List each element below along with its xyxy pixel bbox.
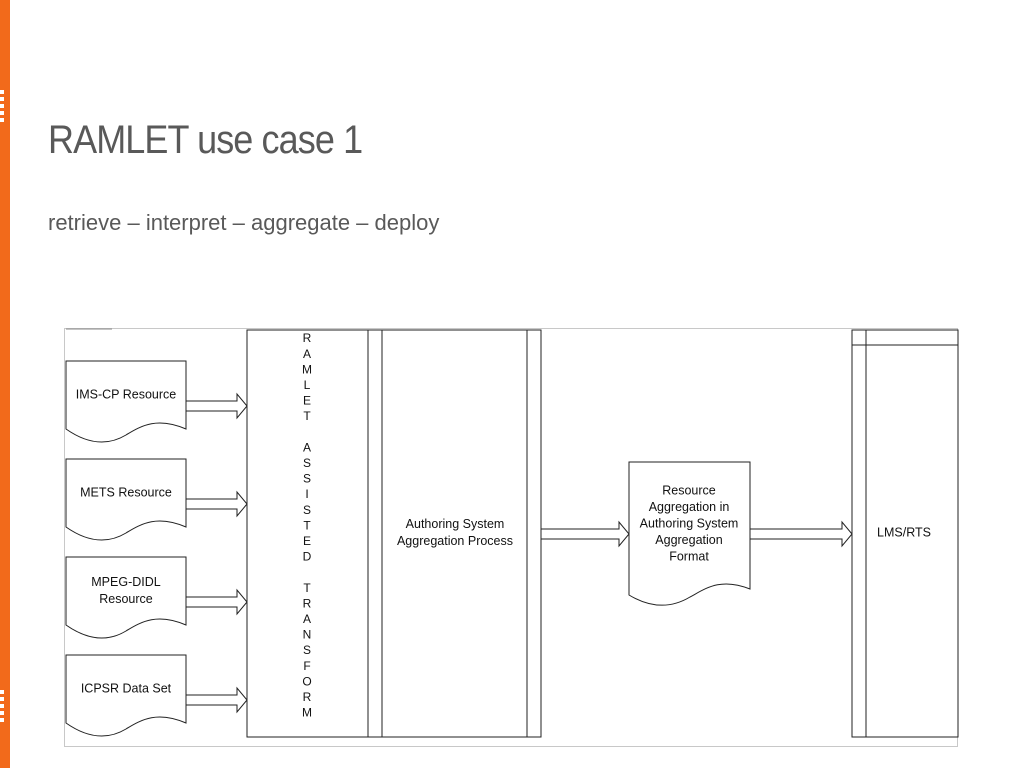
ramlet-letter: E (303, 394, 311, 408)
aggregation-format-text: Resource (662, 483, 716, 497)
accent-bar (0, 0, 10, 768)
document-to-lms-arrow (749, 520, 853, 548)
ramlet-letter: O (302, 674, 311, 688)
process-to-document-arrow (540, 520, 630, 548)
ramlet-letter: E (303, 534, 311, 548)
accent-dots-top (0, 90, 4, 125)
slide-subtitle: retrieve – interpret – aggregate – deplo… (48, 210, 440, 235)
ramlet-letter: A (303, 440, 311, 454)
ramlet-letter: S (303, 503, 311, 517)
source-document-label: Resource (99, 592, 153, 606)
ramlet-letter: R (303, 596, 312, 610)
lms-rts-box (851, 329, 959, 738)
ramlet-letter: I (305, 487, 308, 501)
ramlet-letter: T (303, 581, 311, 595)
ramlet-letter: A (303, 612, 311, 626)
aggregation-process-box (367, 329, 542, 738)
source-document-label: ICPSR Data Set (81, 681, 172, 695)
ramlet-letter: A (303, 347, 311, 361)
source-to-transform-arrow (185, 588, 248, 616)
source-document (65, 458, 187, 541)
ramlet-letter: T (303, 409, 311, 423)
source-document-label: IMS-CP Resource (76, 387, 177, 401)
source-to-transform-arrow (185, 686, 248, 714)
aggregation-format-text: Authoring System (640, 516, 739, 530)
source-document (65, 654, 187, 737)
source-to-transform-arrow (185, 490, 248, 518)
lms-rts-label: LMS/RTS (877, 525, 931, 539)
aggregation-format-text: Aggregation in (649, 500, 730, 514)
ramlet-letter: R (303, 690, 312, 704)
ramlet-letter: F (303, 659, 310, 673)
ramlet-letter: S (303, 456, 311, 470)
ramlet-letter: R (303, 331, 312, 345)
aggregation-format-document (628, 461, 751, 606)
ramlet-letter: T (303, 518, 311, 532)
aggregation-format-text: Format (669, 549, 709, 563)
ramlet-letter: M (302, 362, 312, 376)
source-document-label: MPEG-DIDL (91, 575, 161, 589)
source-document (65, 360, 187, 443)
ramlet-letter: L (304, 378, 311, 392)
ramlet-letter: M (302, 706, 312, 720)
slide-title: RAMLET use case 1 (48, 118, 363, 162)
aggregation-process-text: Aggregation Process (397, 534, 513, 548)
source-to-transform-arrow (185, 392, 248, 420)
ramlet-letter: N (303, 628, 312, 642)
ramlet-letter: D (303, 550, 312, 564)
ramlet-letter: S (303, 472, 311, 486)
accent-dots-bottom (0, 690, 4, 725)
flow-arrows (185, 392, 853, 714)
ramlet-transform-box (246, 329, 369, 738)
ramlet-letter: S (303, 643, 311, 657)
aggregation-process-text: Authoring System (406, 517, 505, 531)
lms-rts-text: LMS/RTS (877, 525, 931, 539)
source-document-label: METS Resource (80, 485, 172, 499)
aggregation-format-text: Aggregation (655, 533, 722, 547)
source-document (65, 556, 187, 639)
